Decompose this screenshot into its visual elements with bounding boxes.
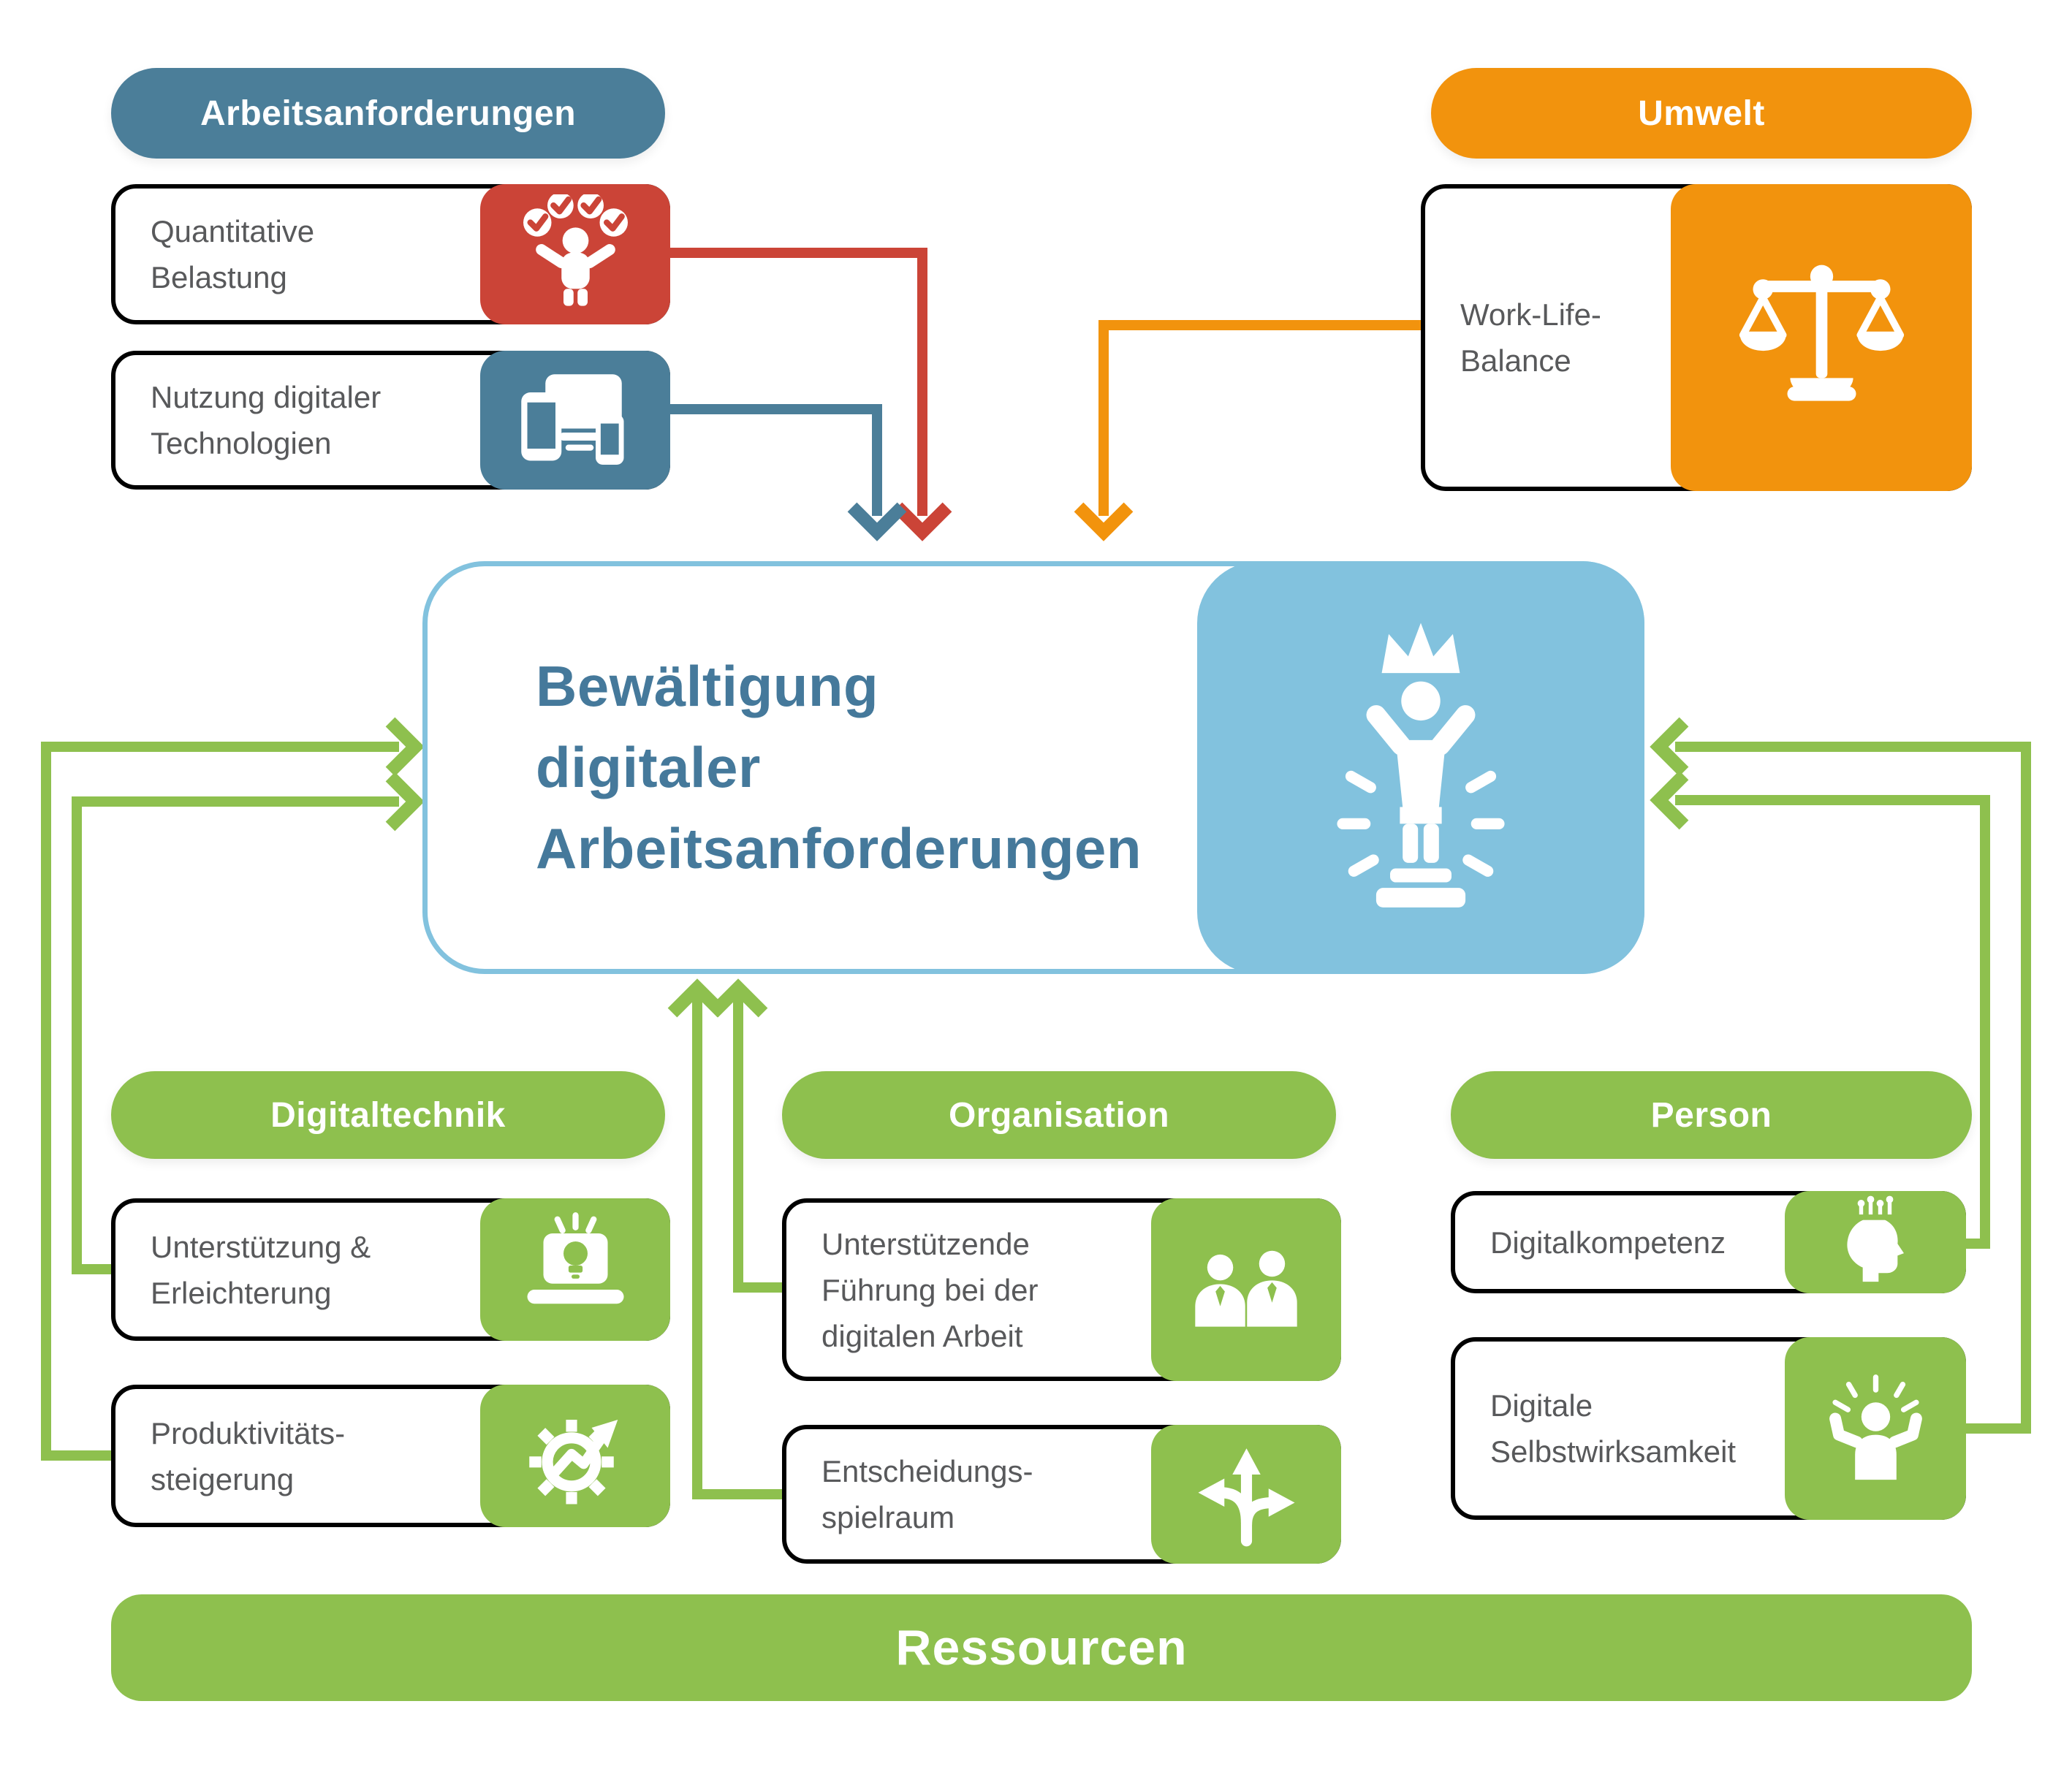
text-line: digitalen Arbeit (821, 1318, 1023, 1353)
self-efficacy-icon (1829, 1374, 1922, 1480)
card-unterstuetzende-fuehrung: Unterstützende Führung bei der digitalen… (782, 1198, 1341, 1381)
arrow-work-life-balance (1074, 320, 1421, 541)
arrow-unterstuetzung-erleichterung (72, 772, 425, 1274)
icon-panel (1785, 1191, 1966, 1293)
arrow-nutzung-digitaler-technologien (670, 404, 907, 541)
text-line: steigerung (151, 1461, 295, 1496)
header-organisation: Organisation (782, 1071, 1336, 1159)
card-work-life-balance-text: Work-Life- Balance (1460, 189, 1967, 487)
text-line: Führung bei der (821, 1272, 1039, 1307)
champion-icon (1337, 622, 1505, 908)
card-nutzung-digitaler-technologien: Nutzung digitaler Technologien (111, 351, 670, 490)
card-entscheidung-text: Entscheidungs- spielraum (821, 1429, 1337, 1559)
balance-scale-icon (1739, 265, 1904, 401)
text-line: Digitalkompetenz (1490, 1225, 1726, 1260)
header-digitaltechnik-label: Digitaltechnik (270, 1095, 506, 1135)
devices-icon (520, 373, 623, 465)
text-line: Unterstützung & (151, 1229, 371, 1264)
header-umwelt: Umwelt (1431, 68, 1972, 159)
card-quantitative-belastung-text: Quantitative Belastung (151, 189, 666, 320)
text-line: Produktivitäts- (151, 1415, 346, 1450)
icon-panel (1151, 1425, 1341, 1564)
text-line: Technologien (151, 426, 332, 460)
arrow-quantitative-belastung (670, 248, 952, 541)
header-digitaltechnik: Digitaltechnik (111, 1071, 665, 1159)
card-digitalkompetenz-text: Digitalkompetenz (1490, 1195, 1962, 1289)
card-unterstuetzung-erleichterung: Unterstützung & Erleichterung (111, 1198, 670, 1341)
text-line: Entscheidungs- (821, 1454, 1033, 1488)
card-quantitative-belastung: Quantitative Belastung (111, 184, 670, 324)
header-arbeitsanforderungen: Arbeitsanforderungen (111, 68, 665, 159)
icon-panel (480, 1198, 670, 1341)
icon-panel (480, 351, 670, 490)
text-line: Balance (1460, 343, 1571, 378)
card-produktivitaet-text: Produktivitäts- steigerung (151, 1389, 666, 1523)
text-line: digitaler (536, 735, 761, 800)
laptop-lightbulb-icon (527, 1212, 623, 1304)
card-nutzung-text: Nutzung digitaler Technologien (151, 355, 666, 485)
text-line: Bewältigung (536, 654, 879, 719)
text-line: Digitale (1490, 1388, 1593, 1423)
direction-arrows-icon (1198, 1447, 1294, 1546)
footer-ressourcen-label: Ressourcen (895, 1620, 1188, 1675)
card-entscheidungsspielraum: Entscheidungs- spielraum (782, 1425, 1341, 1564)
header-person: Person (1451, 1071, 1972, 1159)
text-line: Unterstützende (821, 1226, 1030, 1261)
text-line: Erleichterung (151, 1275, 332, 1310)
icon-panel (1197, 561, 1644, 974)
text-line: Selbstwirksamkeit (1490, 1434, 1737, 1469)
icon-panel (1785, 1337, 1966, 1520)
icon-panel (1671, 184, 1972, 491)
gear-growth-icon (528, 1420, 618, 1504)
card-selbstwirksamkeit-text: Digitale Selbstwirksamkeit (1490, 1342, 1962, 1515)
footer-ressourcen: Ressourcen (111, 1594, 1972, 1701)
arrow-digitalkompetenz (1650, 770, 1990, 1249)
text-line: Nutzung digitaler (151, 380, 382, 414)
header-arbeitsanforderungen-label: Arbeitsanforderungen (200, 94, 577, 133)
card-fuehrung-text: Unterstützende Führung bei der digitalen… (821, 1203, 1337, 1377)
text-line: Quantitative (151, 214, 315, 248)
card-unterstuetzung-text: Unterstützung & Erleichterung (151, 1203, 666, 1336)
icon-panel (480, 1385, 670, 1527)
card-bewaeltigung-digitaler-arbeitsanforderungen: Bewältigung digitaler Arbeitsanforderung… (422, 561, 1644, 974)
arrow-entscheidungsspielraum (667, 978, 782, 1499)
header-organisation-label: Organisation (948, 1095, 1170, 1135)
card-produktivitaetssteigerung: Produktivitäts- steigerung (111, 1385, 670, 1527)
card-digitalkompetenz: Digitalkompetenz (1451, 1191, 1966, 1293)
header-person-label: Person (1650, 1095, 1772, 1135)
text-line: Work-Life- (1460, 297, 1601, 332)
two-managers-icon (1195, 1250, 1297, 1327)
text-line: spielraum (821, 1500, 955, 1534)
header-umwelt-label: Umwelt (1638, 94, 1765, 133)
arrow-unterstuetzende-fuehrung (708, 978, 782, 1293)
text-line: Belastung (151, 260, 287, 294)
icon-panel (480, 184, 670, 324)
icon-panel (1151, 1198, 1341, 1381)
center-title: Bewältigung digitaler Arbeitsanforderung… (536, 566, 1142, 969)
card-work-life-balance: Work-Life- Balance (1421, 184, 1972, 491)
text-line: Arbeitsanforderungen (536, 815, 1142, 880)
digital-mind-icon (1847, 1195, 1904, 1282)
card-digitale-selbstwirksamkeit: Digitale Selbstwirksamkeit (1451, 1337, 1966, 1520)
person-checkmarks-icon (523, 194, 628, 306)
